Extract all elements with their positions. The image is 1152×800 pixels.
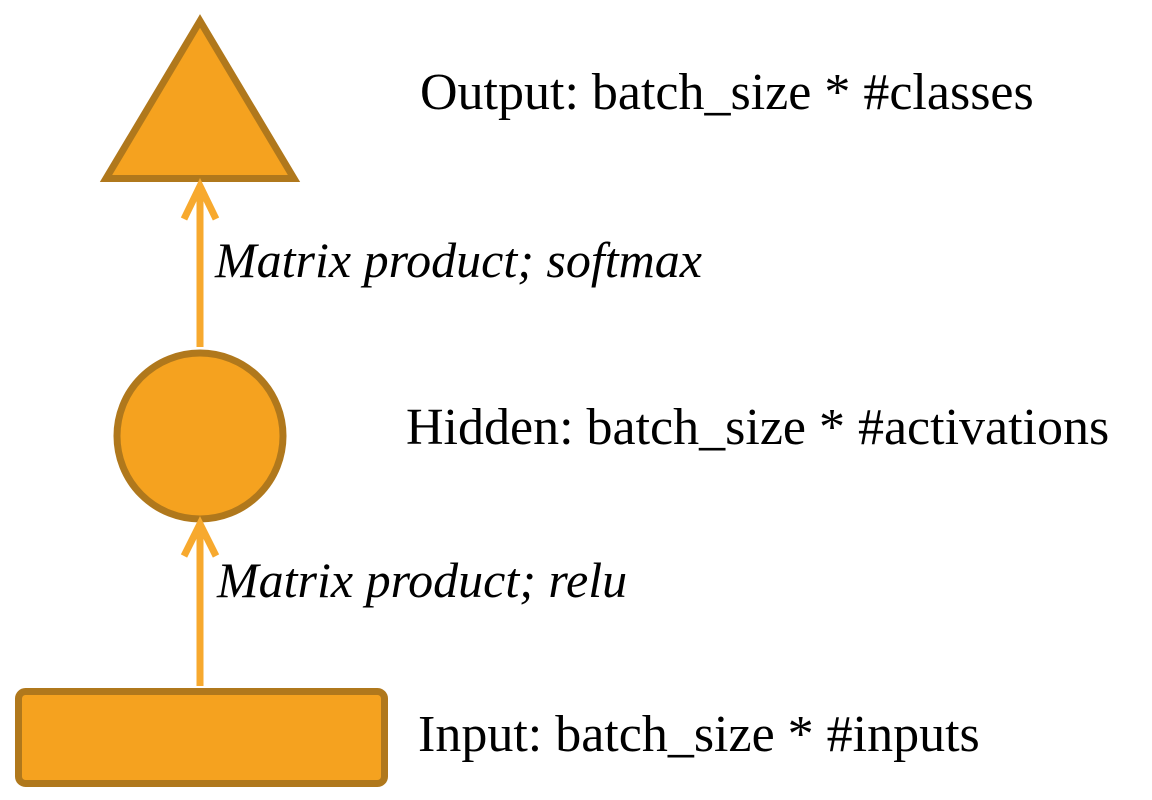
hidden-circle-shape bbox=[113, 349, 287, 523]
relu-edge-label: Matrix product; relu bbox=[217, 552, 628, 608]
hidden-label: Hidden: batch_size * #activations bbox=[406, 399, 1110, 456]
output-label: Output: batch_size * #classes bbox=[420, 64, 1034, 121]
softmax-arrowhead-icon bbox=[180, 177, 220, 221]
output-triangle-shape bbox=[99, 14, 301, 182]
input-label: Input: batch_size * #inputs bbox=[418, 706, 980, 763]
softmax-edge-label: Matrix product; softmax bbox=[215, 232, 702, 288]
input-rectangle-shape bbox=[15, 688, 388, 787]
softmax-arrow bbox=[180, 177, 220, 347]
relu-arrow bbox=[180, 516, 220, 686]
relu-arrowhead-icon bbox=[180, 516, 220, 558]
